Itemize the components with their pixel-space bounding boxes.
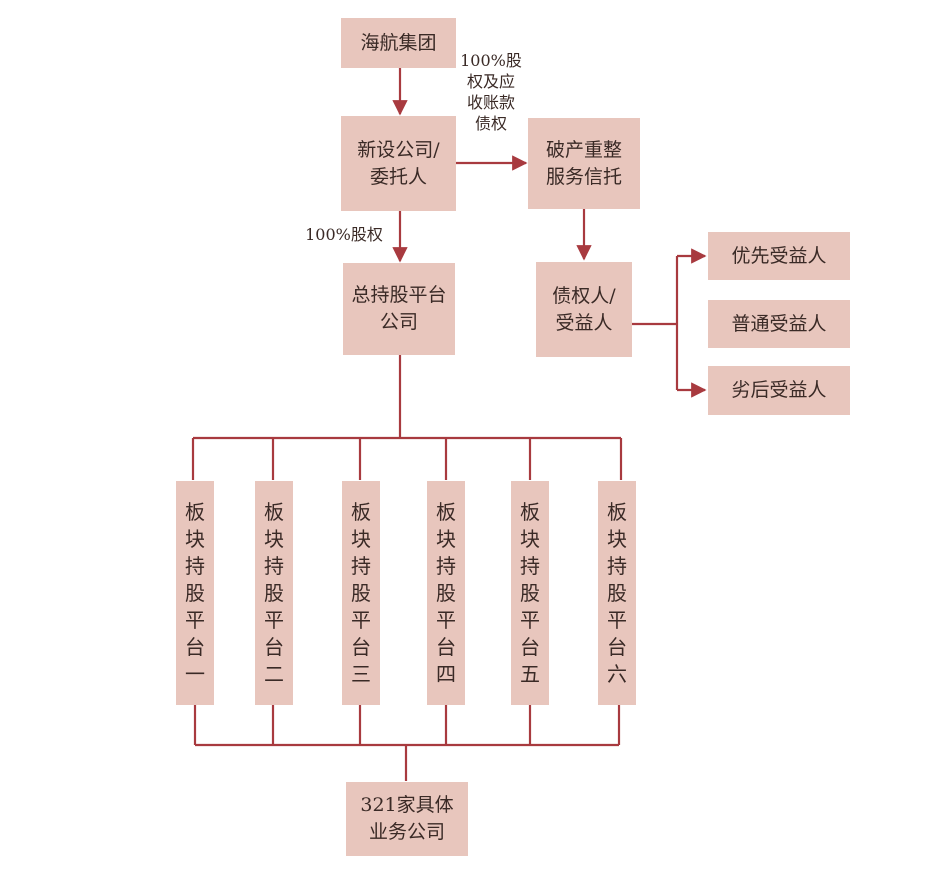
node-platform-4: 板块持股平台四 [427,481,465,705]
node-ordinary: 普通受益人 [708,300,850,348]
node-business: 321家具体 业务公司 [346,782,468,856]
node-platform-2: 板块持股平台二 [255,481,293,705]
node-subordinate: 劣后受益人 [708,366,850,415]
node-platform-1: 板块持股平台一 [176,481,214,705]
node-platform-6: 板块持股平台六 [598,481,636,705]
node-newco: 新设公司/ 委托人 [341,116,456,211]
node-priority: 优先受益人 [708,232,850,280]
node-trust: 破产重整 服务信托 [528,118,640,209]
node-holding: 总持股平台 公司 [343,263,455,355]
node-platform-3: 板块持股平台三 [342,481,380,705]
edge-label-equity-receivables: 100%股 权及应 收账款 债权 [460,51,522,133]
node-haihang: 海航集团 [341,18,456,68]
node-platform-5: 板块持股平台五 [511,481,549,705]
node-creditor: 债权人/ 受益人 [536,262,632,357]
edge-label-equity-100: 100%股权 [305,225,383,244]
